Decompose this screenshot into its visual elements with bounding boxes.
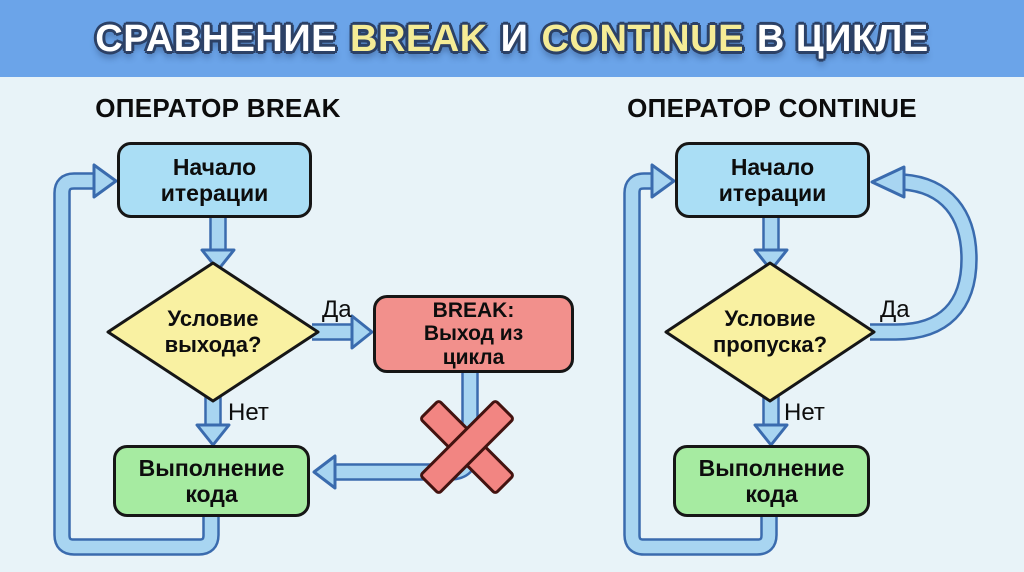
body-node-continue: Выполнение кода: [673, 445, 870, 517]
arrow-right-icon: [650, 163, 676, 199]
condition-label-continue: Условие пропуска?: [712, 306, 828, 357]
condition-diamond-left: [106, 261, 320, 403]
start-node-break: Начало итерации: [117, 142, 312, 218]
yes-edge-label-break: Да: [322, 296, 352, 323]
arrow-right-icon: [350, 314, 374, 350]
title-word-continue: CONTINUE: [541, 17, 744, 60]
arrow-down-icon: [753, 423, 789, 447]
arrow-left-icon: [312, 454, 337, 490]
arrow-down-icon: [200, 248, 236, 272]
yes-edge-label-continue: Да: [880, 296, 910, 323]
break-column-heading: ОПЕРАТОР BREAK: [95, 93, 341, 123]
arrow-down-icon: [195, 423, 231, 447]
header-banner: СРАВНЕНИЕ BREAK И CONTINUE В ЦИКЛЕ: [0, 0, 1024, 77]
break-exit-node: BREAK: Выход из цикла: [373, 295, 574, 373]
title-word-and: И: [500, 17, 529, 60]
no-edge-label-continue: Нет: [784, 399, 825, 426]
continue-flow-arrows: [623, 163, 978, 556]
start-node-continue: Начало итерации: [675, 142, 870, 218]
condition-diamond-right: [664, 261, 876, 403]
arrow-down-icon: [753, 248, 789, 272]
title-word-break: BREAK: [350, 17, 488, 60]
body-node-break: Выполнение кода: [113, 445, 310, 517]
condition-label-break: Условие выхода?: [164, 306, 262, 357]
arrow-right-icon: [92, 163, 118, 199]
arrow-left-icon: [870, 165, 906, 199]
cross-icon: [420, 400, 514, 494]
no-edge-label-break: Нет: [228, 399, 269, 426]
continue-column-heading: ОПЕРАТОР CONTINUE: [627, 93, 917, 123]
title-word-compare: СРАВНЕНИЕ: [95, 17, 338, 60]
title-word-inloop: В ЦИКЛЕ: [756, 17, 929, 60]
